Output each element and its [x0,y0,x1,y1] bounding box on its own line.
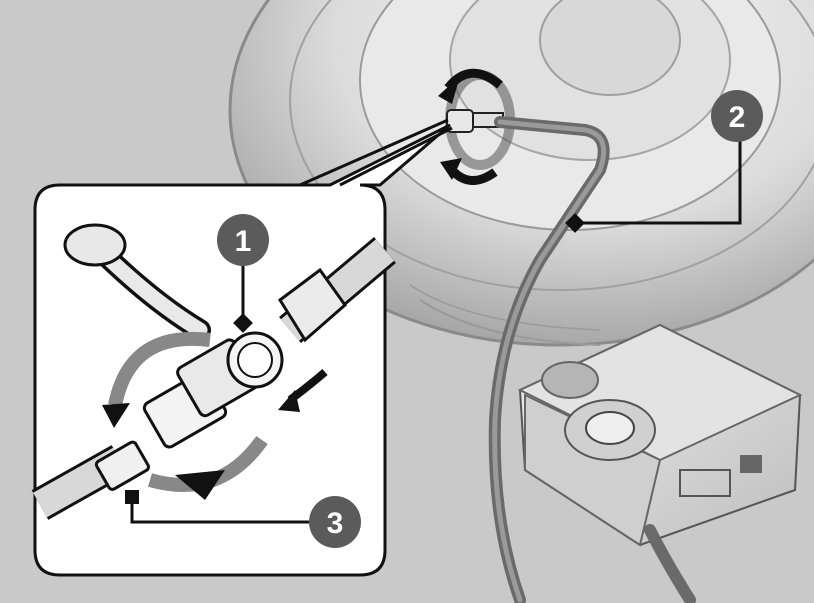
rotation-arrow-icon [438,68,503,185]
callout-1: 1 [217,214,269,333]
callout-3-label: 3 [327,507,344,540]
inset-rotation-arrow-icon [102,331,328,500]
air-compressor-icon [517,323,803,603]
callout-3: 3 [125,490,361,548]
callout-1-label: 1 [235,225,252,258]
callout-2-leader [575,130,742,225]
air-hose-highlight [492,119,607,603]
callout-2: 2 [711,90,763,142]
inset-hose-assembly [31,223,396,520]
callout-2-label: 2 [729,101,746,134]
